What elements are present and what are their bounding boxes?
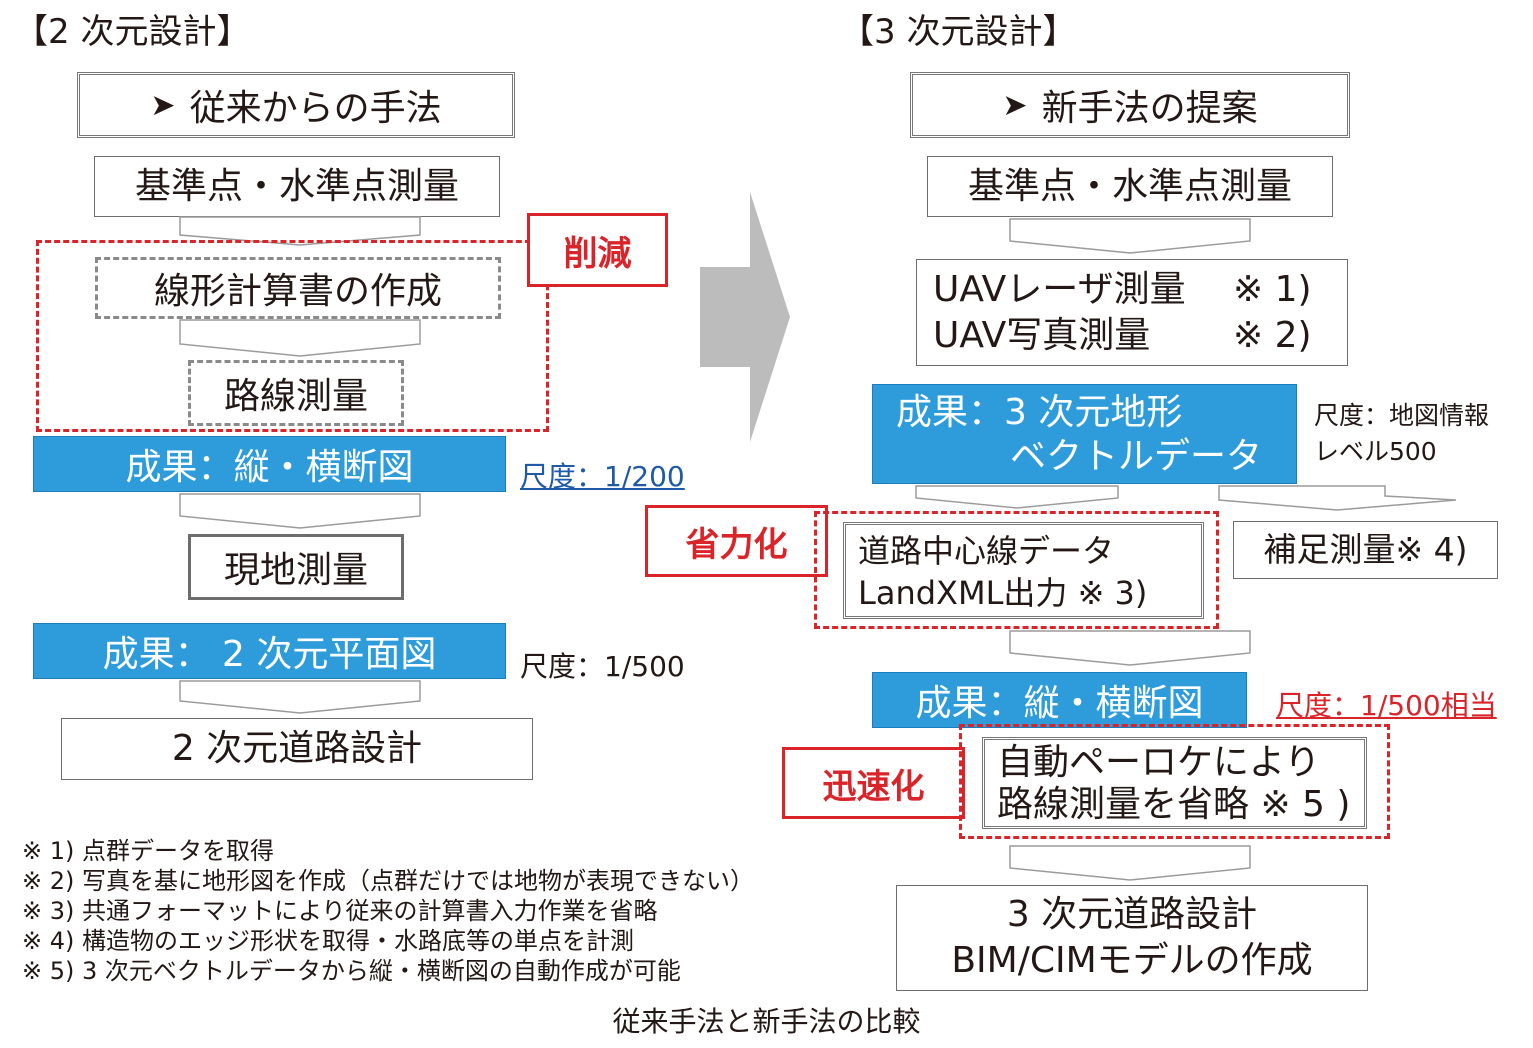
- laborsaving-tag: 省力化: [645, 505, 828, 577]
- right-supplement-survey: 補足測量※ 4): [1233, 521, 1498, 579]
- left-step-survey: 基準点・水準点測量: [94, 156, 500, 217]
- left-result-profile: 成果：縦・横断図: [125, 447, 414, 488]
- right-method-title-box: ➤ 新手法の提案: [910, 72, 1350, 138]
- left-method-title: 従来からの手法: [189, 88, 442, 129]
- speedup-region: [959, 724, 1390, 839]
- right-result-3d-banner: 成果：3 次元地形 ベクトルデータ: [872, 384, 1297, 484]
- laborsaving-region: [814, 511, 1219, 629]
- uav-photo-row: UAV写真測量 ※ 2): [933, 313, 1347, 359]
- uav-laser-note: ※ 1): [1233, 269, 1312, 310]
- uav-photo-note: ※ 2): [1233, 315, 1312, 356]
- right-scale-profile: 尺度：1/500相当: [1276, 689, 1497, 722]
- right-centerline-box: 道路中心線データ LandXML出力 ※ 3): [843, 522, 1204, 619]
- left-step-route-survey: 路線測量: [188, 360, 404, 426]
- footnote-4: ※ 4) 構造物のエッジ形状を取得・水路底等の単点を計測: [22, 927, 634, 955]
- right-result-profile: 成果：縦・横断図: [915, 683, 1204, 724]
- left-arrow-2: [179, 319, 421, 357]
- transition-arrow-icon: [700, 192, 790, 442]
- left-arrow-3: [179, 493, 421, 529]
- uav-laser: UAVレーザ測量: [933, 269, 1186, 310]
- left-result-plan-banner: 成果： 2 次元平面図: [33, 623, 506, 679]
- right-arrow-1: [1009, 218, 1251, 254]
- right-step-survey: 基準点・水準点測量: [927, 156, 1333, 217]
- left-heading: 【2 次元設計】: [14, 12, 251, 52]
- right-scale-3d: 尺度：地図情報 レベル500: [1314, 398, 1489, 470]
- left-reduction-region: [36, 240, 549, 432]
- right-design-line2: BIM/CIMモデルの作成: [951, 940, 1313, 981]
- right-uav-box: UAVレーザ測量 ※ 1) UAV写真測量 ※ 2): [916, 259, 1348, 366]
- right-auto-box: 自動ペーロケにより 路線測量を省略 ※ 5 ): [982, 737, 1367, 829]
- right-method-title: 新手法の提案: [1041, 88, 1258, 129]
- right-centerline-line2: LandXML出力 ※ 3): [858, 574, 1148, 612]
- uav-photo: UAV写真測量: [933, 315, 1151, 356]
- left-arrow-4: [179, 680, 421, 714]
- footnote-1: ※ 1) 点群データを取得: [22, 837, 274, 865]
- footnotes: ※ 1) 点群データを取得 ※ 2) 写真を基に地形図を作成（点群だけでは地物が…: [22, 836, 754, 986]
- right-scale-3d-line1: 尺度：地図情報: [1314, 401, 1490, 430]
- footnote-2: ※ 2) 写真を基に地形図を作成（点群だけでは地物が表現できない）: [22, 867, 754, 895]
- right-arrow-2: [1009, 630, 1251, 666]
- left-reduction-tag: 削減: [527, 213, 668, 287]
- left-step-alignment-calc: 線形計算書の作成: [95, 257, 501, 319]
- left-scale-plan: 尺度：1/500: [520, 650, 685, 683]
- figure-caption: 従来手法と新手法の比較: [612, 1005, 921, 1038]
- left-step-road-design: 2 次元道路設計: [61, 718, 533, 780]
- right-design-line1: 3 次元道路設計: [1006, 894, 1258, 935]
- right-scale-3d-line2: レベル500: [1314, 437, 1437, 466]
- right-heading: 【3 次元設計】: [840, 12, 1077, 52]
- footnote-3: ※ 3) 共通フォーマットにより従来の計算書入力作業を省略: [22, 897, 658, 925]
- right-arrow-split-left: [915, 485, 1119, 509]
- right-result-3d-line1: 成果：3 次元地形: [896, 392, 1183, 433]
- right-centerline-line1: 道路中心線データ: [858, 532, 1115, 570]
- right-auto-line2: 路線測量を省略 ※ 5 ): [997, 784, 1351, 825]
- left-result-profile-banner: 成果：縦・横断図: [33, 436, 506, 492]
- footnote-5: ※ 5) 3 次元ベクトルデータから縦・横断図の自動作成が可能: [22, 957, 681, 985]
- left-scale-profile: 尺度：1/200: [520, 460, 685, 493]
- arrowhead-icon: ➤: [1002, 87, 1028, 123]
- speedup-tag: 迅速化: [782, 747, 965, 819]
- right-arrow-3: [1009, 845, 1251, 881]
- uav-laser-row: UAVレーザ測量 ※ 1): [933, 267, 1347, 313]
- left-result-plan: 成果： 2 次元平面図: [102, 634, 437, 675]
- arrowhead-icon: ➤: [150, 87, 176, 123]
- left-step-site-survey: 現地測量: [188, 534, 404, 600]
- right-auto-line1: 自動ペーロケにより: [997, 742, 1321, 783]
- right-result-profile-banner: 成果：縦・横断図: [872, 672, 1247, 728]
- right-road-design: 3 次元道路設計 BIM/CIMモデルの作成: [896, 885, 1368, 991]
- right-result-3d-line2: ベクトルデータ: [1010, 436, 1263, 477]
- left-method-title-box: ➤ 従来からの手法: [77, 72, 515, 138]
- right-arrow-split-right: [1218, 485, 1457, 511]
